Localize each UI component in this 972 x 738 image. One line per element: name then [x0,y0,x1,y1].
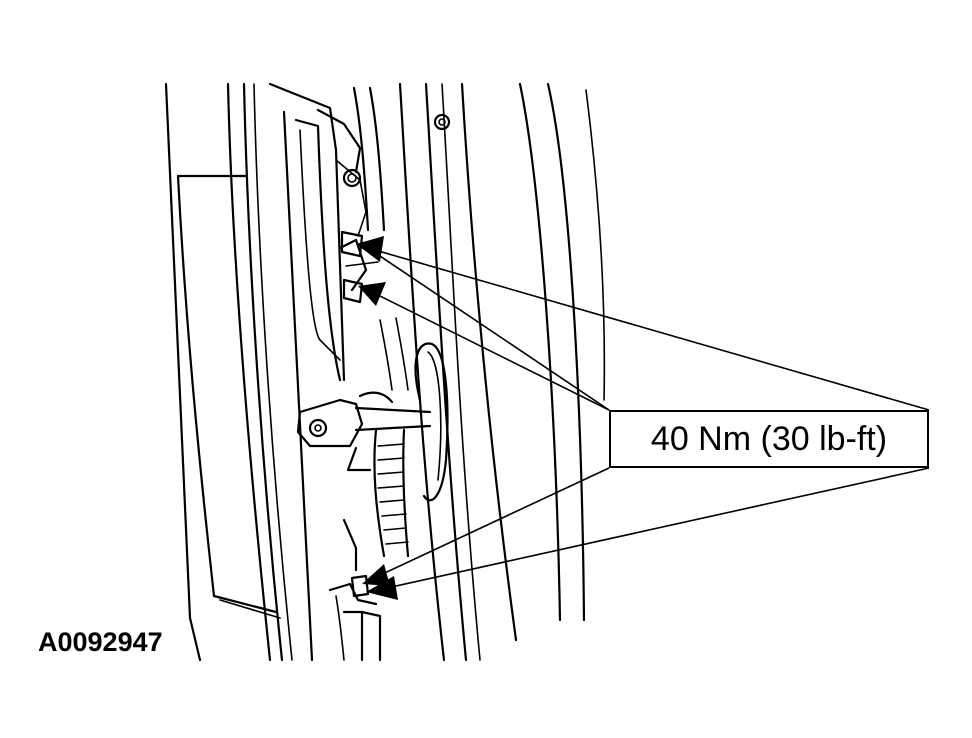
torque-callout: 40 Nm (30 lb-ft) [609,410,929,468]
arrowheads [356,236,398,600]
figure-id: A0092947 [38,627,163,657]
upper-hinge [340,86,386,304]
door-pillar [268,82,379,662]
callout-leaders [367,247,930,591]
door-trim-panel [164,82,293,662]
arrow-upper-bolt-1 [356,236,384,262]
arrow-lower-bolt-2 [366,576,398,600]
arrow-upper-bolt-2 [358,282,386,306]
lower-hinge [328,518,382,662]
wiring-harness [373,317,410,558]
door-check-strap [296,391,432,472]
torque-specification: 40 Nm (30 lb-ft) [650,419,888,458]
arrow-lower-bolt-1 [362,564,390,586]
body-opening [398,82,606,662]
